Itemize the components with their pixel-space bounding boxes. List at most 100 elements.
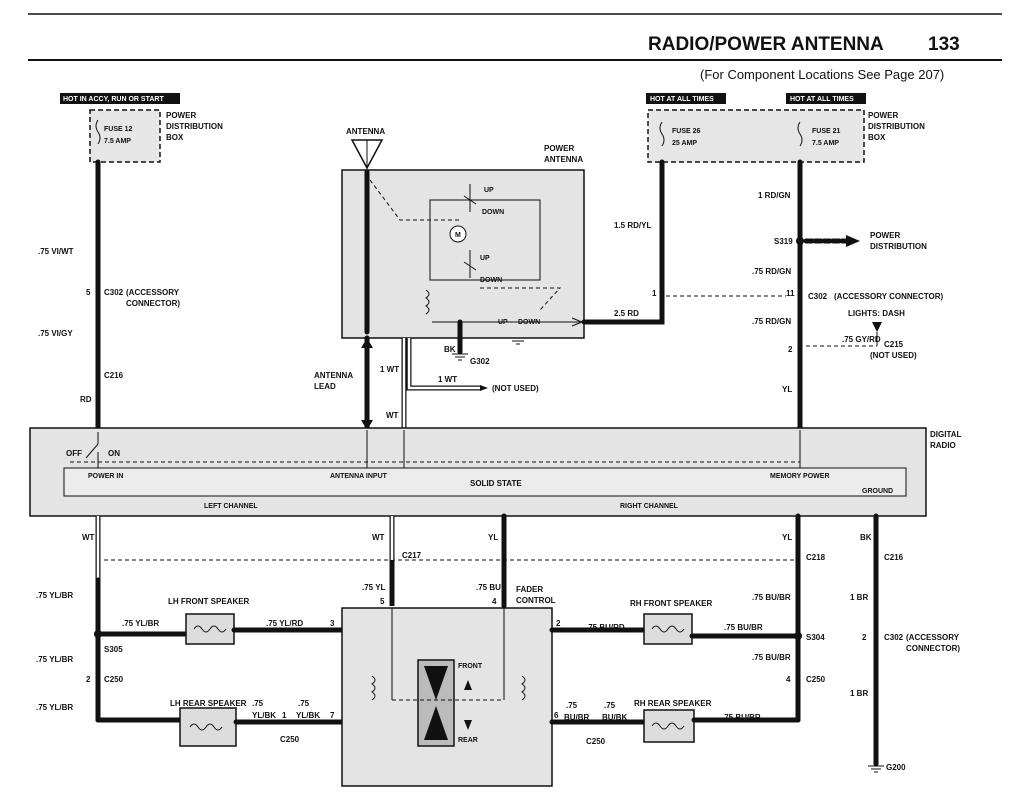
hot-label-left: HOT IN ACCY, RUN OR START [63,96,164,103]
wire-75-bu-br-c: .75 BU/BR [724,623,763,632]
splice-s305-dot [94,630,102,638]
pdb-left-3: BOX [166,133,184,142]
wire-75-bu-rd: .75 BU/RD [586,623,625,632]
g200: G200 [886,763,906,772]
pdb-right-2: DISTRIBUTION [868,122,925,131]
fader-1: FADER [516,585,543,594]
hot-label-mid-bg [646,93,726,104]
wire-75d: .75 [604,701,616,710]
not-used-2: (NOT USED) [870,351,917,360]
c216-left: C216 [104,371,124,380]
c302-pin5: 5 [86,288,91,297]
wire-75-yl-rd: .75 YL/RD [266,619,303,628]
lights-dash-icon [872,322,882,332]
power-dist-1: POWER [870,231,900,240]
radio-ground: GROUND [862,488,893,495]
pin-5: 5 [380,597,385,606]
pin-2: 2 [788,345,793,354]
wire-label-75-gy-rd: .75 GY/RD [842,335,881,344]
wire-label-25-rd: 2.5 RD [614,309,639,318]
pin-3: 3 [330,619,335,628]
c302-g-desc-2: CONNECTOR) [906,644,960,653]
wt-wire2-inner [407,338,480,390]
fader-resistor-l [371,675,376,701]
pin-1l: 1 [282,711,287,720]
pdb-right-3: BOX [868,133,886,142]
wire-label-1wt-b: 1 WT [438,375,457,384]
c302-left-desc1: (ACCESSORY [126,288,180,297]
page-subtitle: (For Component Locations See Page 207) [700,67,944,82]
wire-bu-bk: BU/BK [602,713,628,722]
pin-2l: 2 [86,675,91,684]
c216b: C216 [884,553,904,562]
wire-yl-bk-lh-rear: YL/BK [252,711,276,720]
power-antenna-label-1: POWER [544,144,574,153]
wire-label-1-rd-gn: 1 RD/GN [758,191,791,200]
not-used-1: (NOT USED) [492,384,539,393]
wire-label-75-rd-gn-a: .75 RD/GN [752,267,791,276]
radio-right-channel: RIGHT CHANNEL [620,503,679,510]
wire-75-bu-br-d: .75 BU/BR [722,713,761,722]
relay-coil [425,289,430,315]
motor-circuit [429,199,541,281]
wire-75-lh-rear: .75 [252,699,264,708]
radio-left-channel: LEFT CHANNEL [204,503,258,510]
c302-g-desc-1: (ACCESSORY [906,633,960,642]
fader-rear: REAR [458,737,478,744]
wire-75-yl-br-d: .75 YL/BR [36,703,73,712]
c250-c: C250 [586,737,606,746]
pdb-right-1: POWER [868,111,898,120]
wire-75b: .75 [298,699,310,708]
lh-front-speaker-label: LH FRONT SPEAKER [168,597,250,606]
ground-g302: G302 [470,357,490,366]
splice-s304-dot [794,632,802,640]
c217: C217 [402,551,422,560]
power-distribution-box-right [647,109,865,163]
power-antenna-box [341,169,585,339]
antenna-lead-1: ANTENNA [314,371,353,380]
wire-75-bu-br-a: .75 BU/BR [752,593,791,602]
fuse12-symbol [95,119,101,145]
s304: S304 [806,633,825,642]
rh-front-coil [651,625,685,633]
c250-b: C250 [280,735,300,744]
wire-75-yl: .75 YL [362,583,386,592]
c218: C218 [806,553,826,562]
rh-rear-coil [651,722,685,730]
fader-up-icon [424,666,448,700]
wire-75-bu-br-b: .75 BU/BR [752,653,791,662]
fader-down-icon [424,706,448,740]
pin-4r: 4 [786,675,791,684]
page-number: 133 [928,34,960,55]
c215: C215 [884,340,904,349]
wire-75-yl-br-a: .75 YL/BR [36,591,73,600]
radio-power-switch [85,432,99,468]
digital-radio-label-2: RADIO [930,441,956,450]
solid-state-box [63,467,907,497]
switch-2 [463,250,477,278]
ground-g200-icon [868,765,884,773]
antenna-up-2: UP [480,255,490,262]
antenna-label: ANTENNA [346,127,385,136]
rh-rear-speaker-label: RH REAR SPEAKER [634,699,712,708]
wire-25-rd [581,313,665,325]
radio-memory-power: MEMORY POWER [770,473,830,480]
c302-right-desc: (ACCESSORY CONNECTOR) [834,292,944,301]
pin-2r: 2 [556,619,561,628]
wire-1-br-a: 1 BR [850,593,868,602]
wire-label-rd: RD [80,395,92,404]
wire-label-wt: WT [386,411,399,420]
lh-front-coil [193,625,227,633]
c302-right: C302 [808,292,828,301]
wire-75-yl-br-c: .75 YL/BR [36,655,73,664]
lower-yl-c: YL [488,533,498,542]
antenna-down-1: DOWN [482,209,504,216]
wire-1-br-b: 1 BR [850,689,868,698]
fuse26-name: FUSE 26 [672,128,701,135]
lower-yl-r: YL [782,533,792,542]
fuse21-amp: 7.5 AMP [812,140,839,147]
ground-bk: BK [444,345,456,354]
arrow-power-dist [846,235,860,247]
c302-left: C302 [104,288,124,297]
